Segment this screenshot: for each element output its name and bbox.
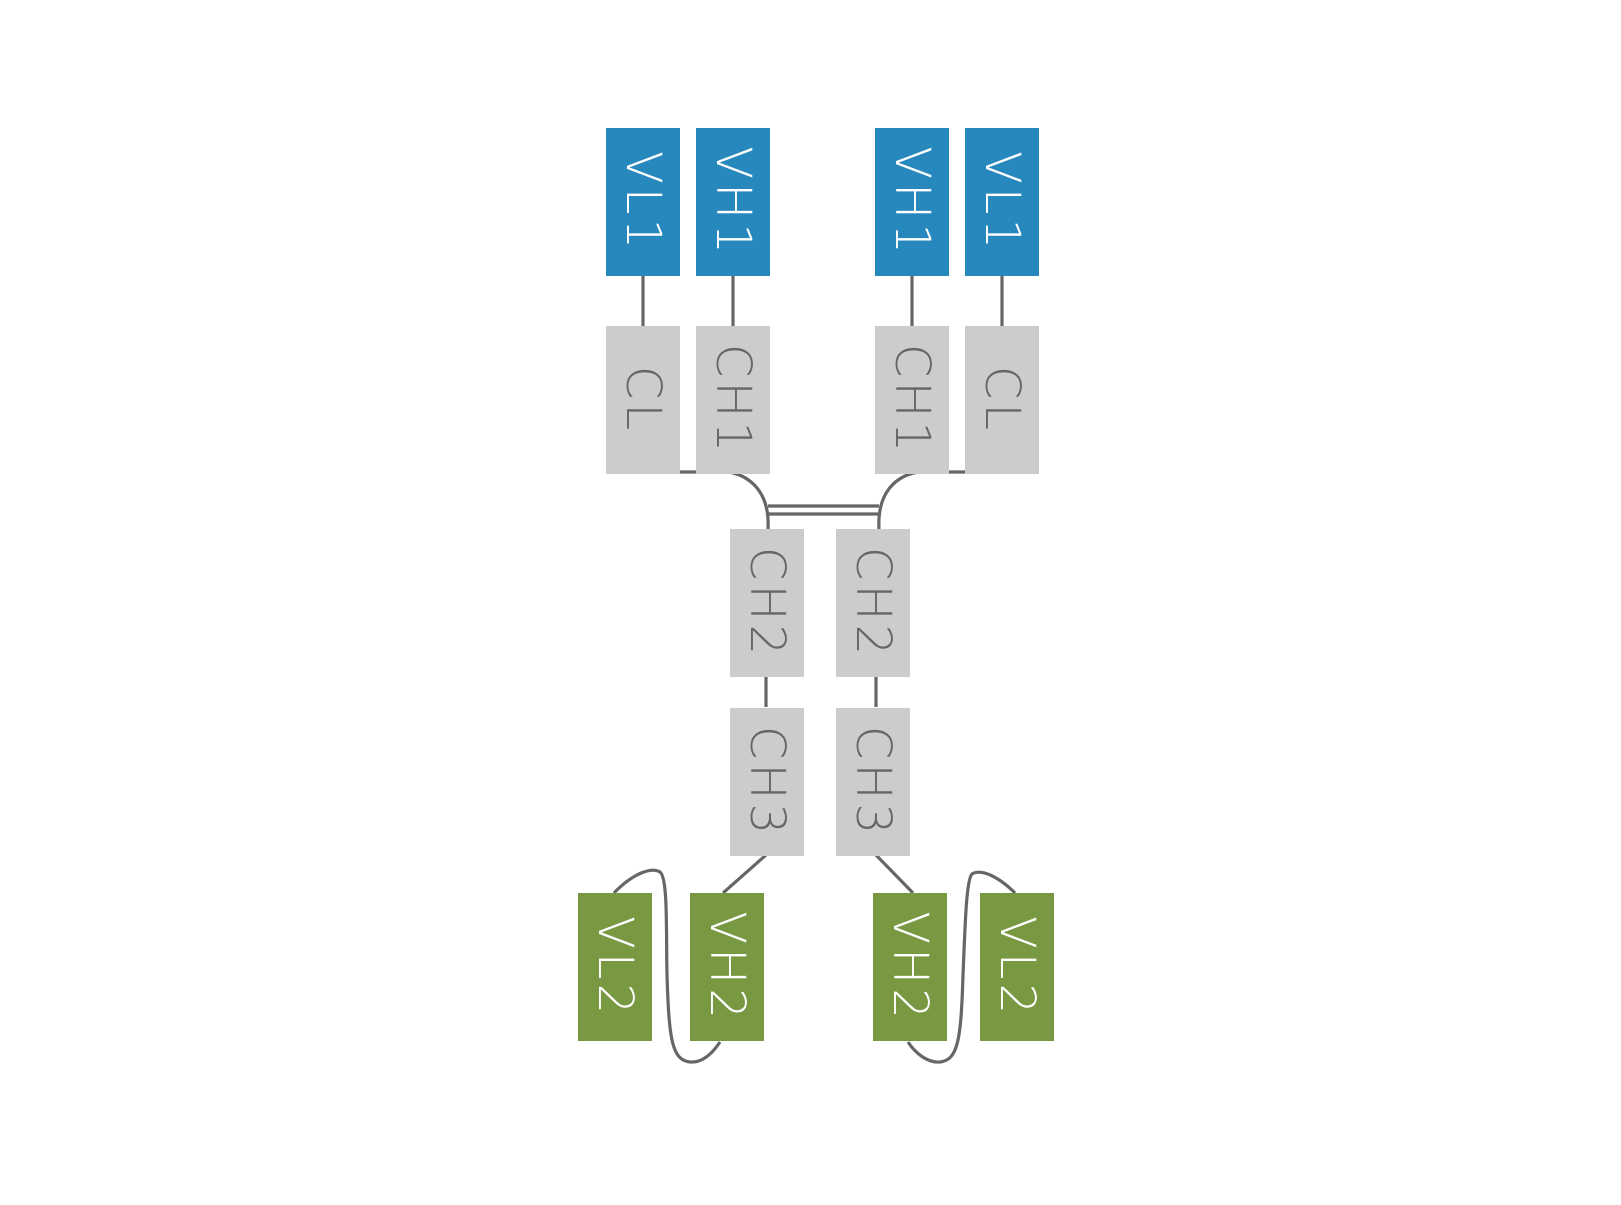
ch2-domain-left: CH2 xyxy=(730,529,804,677)
domain-box xyxy=(606,326,680,474)
cl-domain-right: CL xyxy=(965,326,1039,474)
domain-box xyxy=(873,893,947,1041)
scfv-linker-loop-left xyxy=(612,868,722,1064)
domain-box xyxy=(606,128,680,276)
domain-label: VH1 xyxy=(884,146,940,257)
domain-box xyxy=(696,128,770,276)
domain-label: CH1 xyxy=(705,344,761,456)
ch3-scfv-link-left xyxy=(721,853,768,895)
domain-label: CL xyxy=(974,366,1030,434)
fab-arm-left: VL1 VH1 CL CH1 xyxy=(606,128,770,474)
domain-label: VL2 xyxy=(587,916,643,1018)
hinge-curve-right xyxy=(877,470,919,530)
domain-box xyxy=(696,326,770,474)
domain-box xyxy=(875,326,949,474)
vh2-domain-right: VH2 xyxy=(873,893,947,1041)
domain-label: CH2 xyxy=(739,547,795,659)
ch3-domain-left: CH3 xyxy=(730,708,804,856)
domain-label: CH3 xyxy=(739,726,795,838)
domain-label: VH2 xyxy=(699,911,755,1022)
domain-box xyxy=(836,708,910,856)
domain-label: CL xyxy=(615,366,671,434)
scfv-right: VH2 VL2 xyxy=(873,893,1054,1041)
domain-box xyxy=(980,893,1054,1041)
domain-box xyxy=(965,326,1039,474)
vl1-domain-right: VL1 xyxy=(965,128,1039,276)
vl1-domain-left: VL1 xyxy=(606,128,680,276)
fc-region: CH2 CH2 CH3 CH3 xyxy=(730,529,910,856)
vh1-domain-right: VH1 xyxy=(875,128,949,276)
vl2-domain-left: VL2 xyxy=(578,893,652,1041)
domain-box xyxy=(690,893,764,1041)
domain-box xyxy=(875,128,949,276)
cl-domain-left: CL xyxy=(606,326,680,474)
domain-box xyxy=(730,708,804,856)
domain-label: CH3 xyxy=(845,726,901,838)
domain-label: VL1 xyxy=(974,151,1030,253)
fab-arm-right: VH1 VL1 CH1 CL xyxy=(875,128,1039,474)
domain-label: CH1 xyxy=(884,344,940,456)
ch3-scfv-link-right xyxy=(874,853,915,895)
vh1-domain-left: VH1 xyxy=(696,128,770,276)
domain-label: VL1 xyxy=(615,151,671,253)
ch1-domain-right: CH1 xyxy=(875,326,949,474)
domain-label: VL2 xyxy=(989,916,1045,1018)
hinge-curve-left xyxy=(728,470,770,530)
vh2-domain-left: VH2 xyxy=(690,893,764,1041)
ch1-domain-left: CH1 xyxy=(696,326,770,474)
connectors xyxy=(612,276,1017,1064)
ch2-domain-right: CH2 xyxy=(836,529,910,677)
domain-label: VH2 xyxy=(882,911,938,1022)
ch3-domain-right: CH3 xyxy=(836,708,910,856)
vl2-domain-right: VL2 xyxy=(980,893,1054,1041)
domain-box xyxy=(578,893,652,1041)
scfv-linker-loop-right xyxy=(906,870,1017,1064)
domain-label: VH1 xyxy=(705,146,761,257)
domain-box xyxy=(730,529,804,677)
domain-box xyxy=(836,529,910,677)
domain-label: CH2 xyxy=(845,547,901,659)
domain-box xyxy=(965,128,1039,276)
scfv-left: VL2 VH2 xyxy=(578,893,764,1041)
